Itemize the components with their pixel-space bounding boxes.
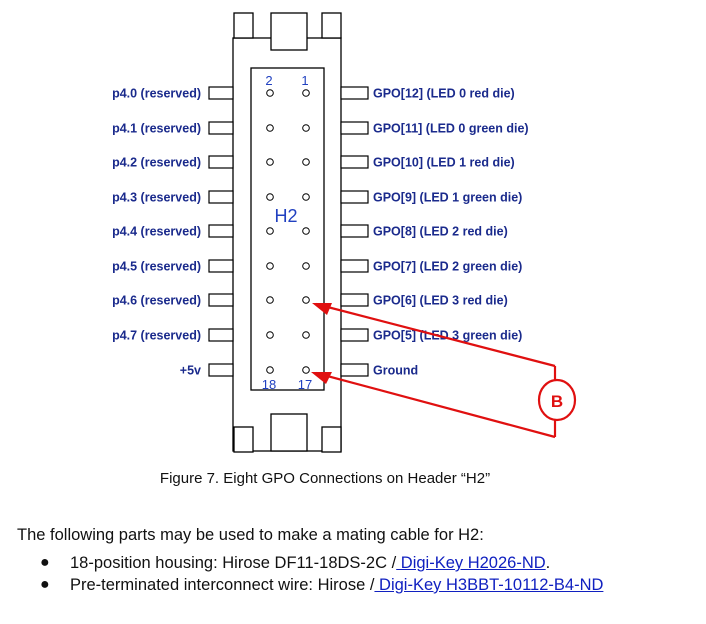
pin-hole-even-4 [266,227,274,235]
connector-inner-body [250,67,325,391]
parts-list: ● 18-position housing: Hirose DF11-18DS-… [40,552,603,596]
arrowhead-pin-6 [312,303,332,315]
right-pin-label-2: GPO[10] (LED 1 red die) [373,156,515,170]
left-pin-label-0: p4.0 (reserved) [112,87,201,101]
left-pin-label-2: p4.2 (reserved) [112,156,201,170]
header-label: H2 [274,206,297,226]
right-pin-label-3: GPO[9] (LED 1 green die) [373,191,522,205]
right-lead-5 [340,259,369,273]
left-pin-label-4: p4.4 (reserved) [112,225,201,239]
part-text: 18-position housing: Hirose DF11-18DS-2C… [70,554,397,572]
left-lead-8 [208,363,234,377]
left-pin-label-8: +5v [180,364,201,378]
left-lead-1 [208,121,234,135]
connector-top-key [270,12,308,51]
pin-hole-even-6 [266,296,274,304]
right-lead-1 [340,121,369,135]
right-pin-label-0: GPO[12] (LED 0 red die) [373,87,515,101]
pin-number-18: 18 [262,377,276,392]
pin-number-2: 2 [265,73,272,88]
connector-bottom-key [270,413,308,452]
b-marker-circle [537,378,577,422]
right-lead-7 [340,328,369,342]
right-lead-4 [340,224,369,238]
right-pin-label-6: GPO[6] (LED 3 red die) [373,294,508,308]
arrowhead-pin-17 [311,372,332,384]
pin-hole-even-2 [266,158,274,166]
left-pin-label-6: p4.6 (reserved) [112,294,201,308]
right-pin-label-4: GPO[8] (LED 2 red die) [373,225,508,239]
bullet-icon: ● [40,576,50,593]
right-pin-label-8: Ground [373,364,418,378]
pin-hole-odd-5 [302,262,310,270]
pin-hole-odd-3 [302,193,310,201]
pin-hole-even-1 [266,124,274,132]
left-pin-label-7: p4.7 (reserved) [112,329,201,343]
left-pin-label-1: p4.1 (reserved) [112,122,201,136]
header-h2-diagram: p4.0 (reserved) GPO[12] (LED 0 red die) p4… [112,12,577,453]
left-pin-label-5: p4.5 (reserved) [112,260,201,274]
part-item-housing: ● 18-position housing: Hirose DF11-18DS-… [40,552,603,574]
left-lead-5 [208,259,234,273]
left-lead-0 [208,86,234,100]
left-lead-6 [208,293,234,307]
pin-hole-even-8 [266,366,274,374]
pin-hole-even-7 [266,331,274,339]
pin-hole-odd-2 [302,158,310,166]
connector-bottom-tab-left [233,426,254,453]
b-marker-text: B [551,392,563,411]
right-pin-label-7: GPO[5] (LED 3 green die) [373,329,522,343]
cable-annotation [315,302,577,439]
right-lead-3 [340,190,369,204]
connector-bottom-tab-right [321,426,342,453]
intro-text: The following parts may be used to make … [17,526,484,544]
connector-top-tab-right [321,12,342,39]
right-lead-8 [340,363,369,377]
left-lead-4 [208,224,234,238]
part-suffix: . [545,554,551,572]
right-lead-6 [340,293,369,307]
right-pin-label-5: GPO[7] (LED 2 green die) [373,260,522,274]
part-text: Pre-terminated interconnect wire: Hirose… [70,576,375,594]
pin-hole-even-5 [266,262,274,270]
pin-hole-odd-6 [302,296,310,304]
right-pin-label-1: GPO[11] (LED 0 green die) [373,122,529,136]
left-lead-3 [208,190,234,204]
figure-caption: Figure 7. Eight GPO Connections on Heade… [159,470,491,487]
right-lead-2 [340,155,369,169]
left-pin-label-3: p4.3 (reserved) [112,191,201,205]
pin-hole-even-0 [266,89,274,97]
connector-top-tab-left [233,12,254,39]
wire-to-pin-17 [315,371,556,439]
pin-hole-odd-7 [302,331,310,339]
part-item-wire: ● Pre-terminated interconnect wire: Hiro… [40,574,603,596]
pin-hole-odd-4 [302,227,310,235]
pin-hole-odd-0 [302,89,310,97]
left-lead-2 [208,155,234,169]
pin-number-1: 1 [301,73,308,88]
pin-hole-odd-8 [302,366,310,374]
digikey-link-housing[interactable]: Digi-Key H2026-ND [396,554,546,572]
right-lead-0 [340,86,369,100]
digikey-link-wire[interactable]: Digi-Key H3BBT-10112-B4-ND [374,576,604,594]
bullet-icon: ● [40,554,50,571]
left-lead-7 [208,328,234,342]
pin-hole-odd-1 [302,124,310,132]
pin-number-17: 17 [298,377,312,392]
wire-to-pin-6 [315,302,556,368]
pin-hole-even-3 [266,193,274,201]
